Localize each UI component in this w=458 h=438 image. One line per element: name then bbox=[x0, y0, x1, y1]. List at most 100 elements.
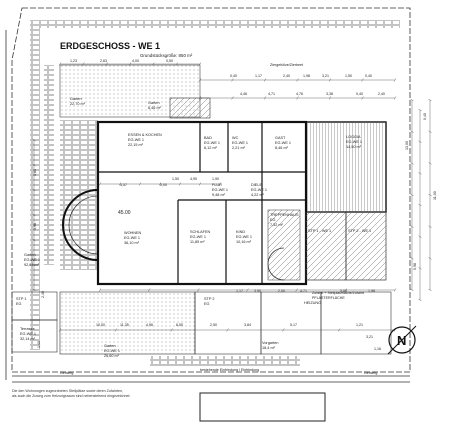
dimension-tick bbox=[98, 288, 102, 292]
title-block: ERDGESCHOSS - WE 1 Grundstücksgröße: 850… bbox=[60, 41, 193, 58]
svg-text:STP 1 - WE 1: STP 1 - WE 1 bbox=[308, 229, 331, 233]
dimension-tick bbox=[410, 162, 414, 165]
dimension-tick bbox=[32, 238, 36, 242]
dimension-tick bbox=[295, 288, 298, 292]
dimension-tick bbox=[418, 108, 422, 112]
room-garten-small: Garten 6,46 m² bbox=[148, 101, 162, 110]
dimension-tick bbox=[178, 182, 182, 186]
svg-text:WOHNEN: WOHNEN bbox=[124, 231, 142, 235]
dimension-tick bbox=[428, 225, 432, 228]
label-gehweg-right: Gehweg bbox=[364, 371, 377, 375]
room-stp2: STP 2 EG bbox=[204, 297, 214, 306]
dimension-label: 4,57 bbox=[120, 183, 127, 187]
svg-text:STP 2 - WE 1: STP 2 - WE 1 bbox=[348, 229, 371, 233]
dimension-label: 2,63 bbox=[100, 59, 107, 63]
dimension-label: 2,40 bbox=[283, 74, 290, 78]
svg-text:EG-WE 1: EG-WE 1 bbox=[20, 332, 36, 336]
dimension-tick bbox=[175, 62, 178, 66]
svg-text:36,10 m²: 36,10 m² bbox=[124, 241, 140, 245]
svg-text:EG-WE 1: EG-WE 1 bbox=[128, 138, 144, 142]
dimension-tick bbox=[296, 96, 299, 100]
dimension-tick bbox=[218, 182, 222, 186]
label-plants: Ziergehölze/Zierbeet bbox=[270, 63, 303, 67]
dimension-tick bbox=[158, 182, 162, 186]
dimension-tick bbox=[282, 328, 285, 332]
svg-text:HEIZUNG: HEIZUNG bbox=[304, 301, 321, 305]
room-loggia: LOGGIA EG-WE 1 14,50 m² bbox=[346, 135, 362, 149]
svg-text:EG: EG bbox=[16, 302, 22, 306]
dimension-label: 2,40 bbox=[378, 92, 385, 96]
dimension-tick bbox=[328, 78, 332, 82]
dimension-label: 3,90 bbox=[254, 289, 261, 293]
parking-spots bbox=[305, 211, 387, 281]
dimension-label: 1,98 bbox=[368, 289, 375, 293]
dimension-label: 2,00 bbox=[278, 289, 285, 293]
dimension-label: 0,40 bbox=[423, 113, 427, 120]
svg-text:EG-WE 1: EG-WE 1 bbox=[124, 236, 140, 240]
svg-text:EG-WE 1: EG-WE 1 bbox=[104, 349, 120, 353]
svg-text:EG-WE 1: EG-WE 1 bbox=[251, 188, 267, 192]
dimension-tick bbox=[410, 193, 414, 197]
north-garden bbox=[59, 64, 211, 119]
room-vorgarten: Vorgarten 18,4 m² bbox=[262, 341, 278, 350]
room-labels: ESSEN & KOCHEN EG-WE 1 22,15 m² BAD EG-W… bbox=[16, 97, 371, 358]
room-stp1-we1: STP 1 - WE 1 bbox=[308, 229, 331, 233]
svg-text:EG-WE 1: EG-WE 1 bbox=[346, 140, 362, 144]
dimension-tick bbox=[128, 62, 132, 66]
svg-text:18,4 m²: 18,4 m² bbox=[262, 346, 276, 350]
north-arrow: N bbox=[387, 325, 417, 355]
dimension-tick bbox=[428, 98, 432, 102]
dimension-tick bbox=[198, 62, 202, 66]
svg-text:EG-WE 1: EG-WE 1 bbox=[212, 188, 228, 192]
svg-text:STP 2: STP 2 bbox=[204, 297, 214, 301]
dimension-tick bbox=[118, 182, 122, 186]
dimension-label: 5,17 bbox=[290, 323, 297, 327]
svg-text:EG-WE 1: EG-WE 1 bbox=[236, 235, 252, 239]
svg-text:EG: EG bbox=[270, 218, 276, 222]
svg-text:Garten: Garten bbox=[70, 97, 82, 101]
room-essen: ESSEN & KOCHEN EG-WE 1 22,15 m² bbox=[128, 133, 162, 147]
svg-text:WC: WC bbox=[232, 136, 239, 140]
room-stp2-we1: STP 2 - WE 1 bbox=[348, 229, 371, 233]
site-labels: Gehweg Gehweg bestehende Einfriedung / E… bbox=[60, 63, 377, 375]
dimension-label: 3,84 bbox=[244, 323, 251, 327]
room-kind: KIND EG-WE 1 10,16 m² bbox=[236, 230, 252, 244]
svg-text:14,50 m²: 14,50 m² bbox=[346, 145, 362, 149]
svg-text:ESSEN & KOCHEN: ESSEN & KOCHEN bbox=[128, 133, 162, 137]
dimension-label: 4,76 bbox=[296, 92, 303, 96]
dimension-label: 1,50 bbox=[172, 177, 179, 181]
svg-text:TREPPENHAUS: TREPPENHAUS bbox=[270, 213, 299, 217]
north-arrow-letter: N bbox=[397, 333, 406, 348]
svg-text:Vorgarten: Vorgarten bbox=[262, 341, 278, 345]
svg-text:92,64 m²: 92,64 m² bbox=[24, 263, 40, 267]
dimension-tick bbox=[198, 182, 202, 186]
dimension-tick bbox=[410, 98, 414, 102]
plan-title: ERDGESCHOSS - WE 1 bbox=[60, 41, 160, 51]
dimension-label: 3,98 bbox=[33, 223, 37, 230]
dimension-tick bbox=[98, 182, 102, 186]
south-terraces bbox=[11, 291, 392, 355]
dimension-label: 0,50 bbox=[166, 59, 173, 63]
room-garten-south: Garten EG-WE 1 26,60 m² bbox=[104, 344, 120, 358]
dimension-label: 11,00 bbox=[433, 191, 437, 200]
dimension-tick bbox=[231, 96, 234, 100]
svg-text:10,16 m²: 10,16 m² bbox=[236, 240, 252, 244]
dimension-tick bbox=[263, 78, 267, 82]
svg-text:EG-WE 1: EG-WE 1 bbox=[232, 141, 248, 145]
room-gast: GAST EG-WE 1 8,46 m² bbox=[275, 136, 291, 150]
dimension-tick bbox=[32, 213, 36, 217]
svg-text:11,85 m²: 11,85 m² bbox=[190, 240, 205, 244]
dimension-label: 1,21 bbox=[356, 323, 363, 327]
dimension-tick bbox=[198, 96, 202, 100]
svg-text:FLUR: FLUR bbox=[212, 183, 222, 187]
dimension-tick bbox=[428, 193, 432, 197]
dimension-tick bbox=[105, 62, 108, 66]
dimension-label: 1,17 bbox=[255, 74, 262, 78]
dimension-tick bbox=[32, 138, 36, 142]
dimension-label: 1,98 bbox=[303, 74, 310, 78]
svg-text:SCHLAFEN: SCHLAFEN bbox=[190, 230, 211, 234]
label-gehweg: Gehweg bbox=[60, 371, 73, 375]
dimension-tick bbox=[152, 62, 155, 66]
dimension-tick bbox=[198, 78, 202, 82]
